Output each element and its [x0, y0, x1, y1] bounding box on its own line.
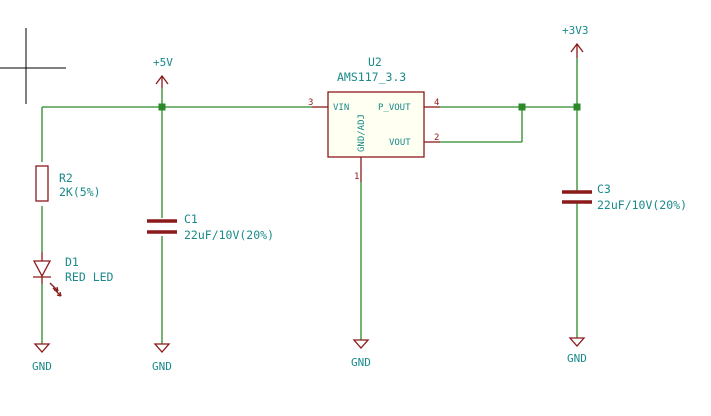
- gnd-symbol-u2[interactable]: GND: [351, 339, 371, 369]
- u2-pin-vin-name: VIN: [333, 103, 349, 113]
- d1-ref-label: D1: [65, 255, 79, 269]
- regulator-u2[interactable]: U2 AMS117_3.3 3 4 2 1 VIN P_VOUT VOUT GN…: [308, 55, 440, 182]
- gnd-symbol-c1[interactable]: GND: [152, 343, 172, 373]
- c1-value-label: 22uF/10V(20%): [184, 228, 274, 242]
- junction-vout: [518, 103, 526, 111]
- u2-ref-label: U2: [368, 55, 382, 69]
- u2-pin-pvout-name: P_VOUT: [378, 103, 411, 113]
- gnd-u2-triangle-icon: [352, 339, 370, 349]
- plus5v-arrow-icon: [155, 74, 169, 85]
- u2-pin-vout-number: 2: [434, 133, 439, 143]
- gnd-c1-triangle-icon: [153, 343, 171, 353]
- d1-value-label: RED LED: [65, 270, 114, 284]
- plus3v3-arrow-icon: [570, 42, 584, 53]
- gnd-led-triangle-icon: [33, 343, 51, 353]
- led-light-rays-icon: [49, 282, 62, 297]
- led-d1[interactable]: D1 RED LED: [32, 252, 114, 297]
- c3-ref-label: C3: [597, 182, 611, 196]
- junction-3v3: [573, 103, 581, 111]
- gnd-u2-label: GND: [351, 356, 371, 369]
- capacitor-c3[interactable]: C3 22uF/10V(20%): [562, 182, 687, 212]
- r2-ref-label: R2: [59, 171, 73, 185]
- u2-pin-gnd-name: GND/ADJ: [357, 114, 367, 152]
- c3-value-label: 22uF/10V(20%): [597, 198, 687, 212]
- led-d1-triangle: [32, 260, 52, 278]
- u2-pin-pvout-number: 4: [434, 98, 439, 108]
- gnd-led-label: GND: [32, 360, 52, 373]
- c1-ref-label: C1: [184, 212, 198, 226]
- gnd-c1-label: GND: [152, 360, 172, 373]
- junction-5v: [158, 103, 166, 111]
- capacitor-c1[interactable]: C1 22uF/10V(20%): [147, 212, 274, 242]
- u2-pin-gnd-number: 1: [354, 172, 359, 182]
- u2-value-label: AMS117_3.3: [337, 70, 406, 84]
- gnd-c3-label: GND: [567, 352, 587, 365]
- power-symbol-5v[interactable]: +5V: [153, 56, 173, 88]
- wires: [41, 58, 578, 344]
- gnd-symbol-led[interactable]: GND: [32, 343, 52, 373]
- crosshair-cursor: [0, 28, 66, 104]
- resistor-r2-body: [35, 165, 49, 202]
- r2-value-label: 2K(5%): [59, 185, 101, 199]
- power-symbol-3v3[interactable]: +3V3: [562, 24, 589, 58]
- gnd-symbol-c3[interactable]: GND: [567, 337, 587, 365]
- plus5v-label: +5V: [153, 56, 173, 69]
- junctions: [158, 103, 581, 111]
- plus3v3-label: +3V3: [562, 24, 589, 37]
- u2-pin-vout-name: VOUT: [389, 138, 411, 148]
- resistor-r2[interactable]: R2 2K(5%): [35, 165, 101, 202]
- gnd-c3-triangle-icon: [568, 337, 586, 347]
- u2-pin-vin-number: 3: [308, 98, 313, 108]
- u2-body: [327, 91, 425, 158]
